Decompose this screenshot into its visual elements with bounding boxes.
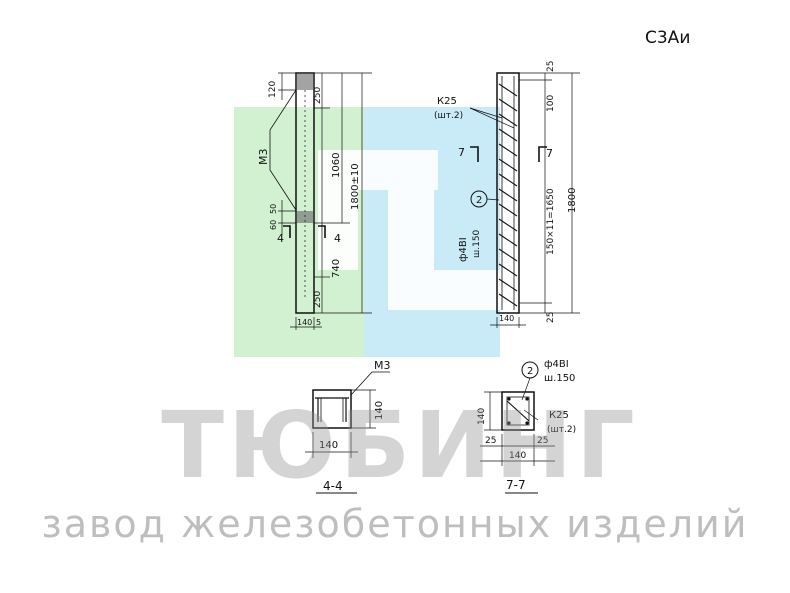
section-7-rebar: ф4ВI — [544, 359, 569, 370]
section-4-dim-side: 140 — [374, 401, 385, 420]
section-7-frame-qty: (шт.2) — [547, 425, 576, 435]
section-4-4 — [305, 371, 390, 494]
section-7-position-number: 2 — [527, 366, 533, 377]
dim-5-left: 5 — [316, 318, 321, 327]
section-mark-4-right: 4 — [334, 232, 341, 245]
section-7-title: 7-7 — [506, 478, 526, 492]
watermark-white-notch-1 — [318, 150, 438, 190]
section-7-7 — [480, 361, 555, 494]
dim-740: 740 — [331, 259, 342, 278]
dim-60: 60 — [269, 220, 278, 230]
section-mark-4-left: 4 — [277, 232, 284, 245]
section-4-outline — [312, 389, 352, 429]
frame-qty: (шт.2) — [434, 111, 463, 121]
dim-1650: 150×11=1650 — [546, 188, 556, 255]
watermark-white-notch-3 — [388, 190, 434, 270]
dim-25-top: 25 — [546, 61, 556, 72]
stirrups — [498, 83, 518, 307]
dim-100: 100 — [546, 95, 556, 112]
product-code: С3Аи — [645, 28, 691, 48]
embed-label-m3: М3 — [257, 149, 270, 166]
section-7-dim-side: 140 — [477, 408, 487, 425]
dim-1060: 1060 — [331, 153, 342, 178]
watermark-brand: ТЮБИНГ — [161, 392, 639, 499]
dim-25-bottom: 25 — [546, 312, 556, 323]
section-4-dim-bottom: 140 — [319, 440, 338, 451]
dim-140-right: 140 — [499, 314, 514, 323]
dim-140-left: 140 — [297, 318, 312, 327]
section-4-labels: М3 140 140 4-4 — [319, 359, 391, 493]
right-elevation-labels: К25 (шт.2) 2 ф4ВI ш.150 7 7 25 100 150×1… — [434, 61, 578, 323]
section-7-outline — [501, 391, 535, 431]
top-embed-hatch — [297, 74, 313, 90]
frame-label-k25: К25 — [437, 96, 457, 107]
step-label: ш.150 — [472, 229, 482, 258]
dim-1800-right: 1800 — [567, 188, 578, 213]
left-elevation-labels: 120 250 1060 1800±10 50 60 740 250 140 5… — [257, 81, 361, 327]
dim-120: 120 — [268, 81, 278, 98]
section-7-dim-25-right: 25 — [537, 436, 548, 446]
right-elevation — [469, 72, 580, 328]
column-outline — [295, 72, 315, 314]
section-4-embed-label: М3 — [374, 359, 391, 372]
section-7-dim-25-left: 25 — [485, 436, 496, 446]
section-7-dim-140: 140 — [509, 451, 526, 461]
dim-1800: 1800±10 — [350, 163, 361, 210]
position-number-2: 2 — [476, 195, 482, 206]
dim-250-top: 250 — [313, 87, 323, 104]
rebar-label: ф4ВI — [458, 237, 469, 262]
dim-250-bottom: 250 — [313, 291, 323, 308]
watermark-subtitle: завод железобетонных изделий — [41, 502, 749, 546]
dim-50: 50 — [269, 204, 278, 214]
section-7-frame-label: К25 — [549, 410, 569, 421]
cage-outline — [496, 72, 520, 314]
section-mark-7-left: 7 — [458, 146, 465, 159]
section-7-step: ш.150 — [544, 373, 575, 384]
left-elevation — [269, 72, 372, 330]
section-7-labels: 2 ф4ВI ш.150 К25 (шт.2) 140 25 140 25 7-… — [477, 359, 576, 492]
section-mark-7-right: 7 — [546, 147, 553, 160]
section-4-title: 4-4 — [323, 479, 343, 493]
watermark-white-notch-4 — [388, 270, 500, 310]
